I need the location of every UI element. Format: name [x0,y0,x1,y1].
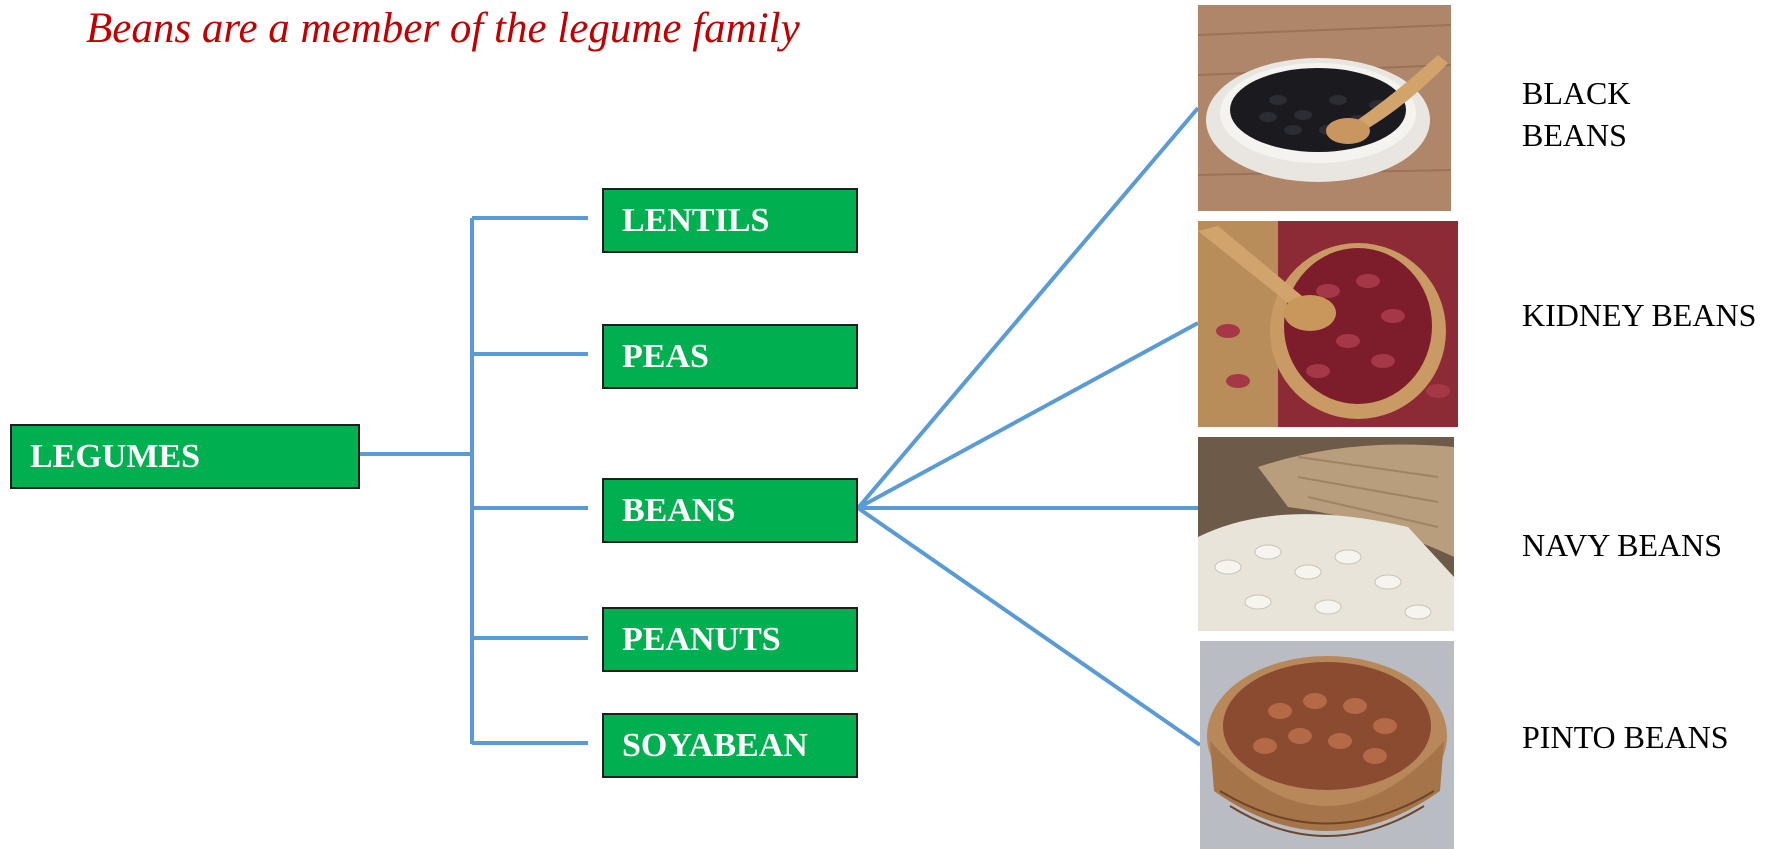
bean-label-line: PINTO BEANS [1522,719,1729,755]
bean-label-line: KIDNEY BEANS [1522,297,1757,333]
category-node-peanuts: PEANUTS [602,607,858,672]
diagram-title: Beans are a member of the legume family [86,5,800,52]
bean-label-black: BLACK BEANS [1522,72,1630,156]
bean-label-line: NAVY BEANS [1522,527,1723,563]
navy-beans-photo [1198,437,1454,631]
black-beans-photo [1198,5,1451,211]
root-node-label: LEGUMES [30,437,201,475]
kidney-beans-photo [1198,221,1458,427]
category-label: BEANS [622,491,736,529]
category-node-beans: BEANS [602,478,858,543]
category-label: PEAS [622,337,709,375]
bean-label-line: BEANS [1522,117,1627,153]
pinto-beans-photo [1200,641,1454,849]
category-node-soyabean: SOYABEAN [602,713,858,778]
category-label: LENTILS [622,201,770,239]
root-node-legumes: LEGUMES [10,424,360,489]
category-label: SOYABEAN [622,726,808,764]
bean-label-navy: NAVY BEANS [1522,524,1722,566]
bean-label-pinto: PINTO BEANS [1522,716,1729,758]
category-node-lentils: LENTILS [602,188,858,253]
bean-label-line: BLACK [1522,75,1631,111]
category-label: PEANUTS [622,620,781,658]
category-node-peas: PEAS [602,324,858,389]
bean-label-kidney: KIDNEY BEANS [1522,294,1756,336]
